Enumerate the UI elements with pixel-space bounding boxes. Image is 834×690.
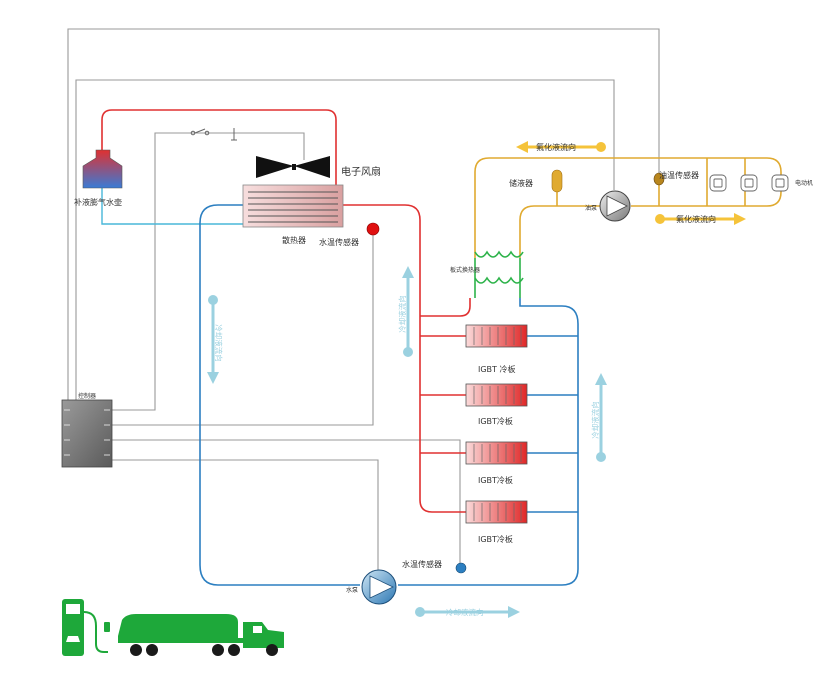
- coolant-flow-arrow-left: [207, 295, 219, 384]
- motor-2: [740, 174, 758, 192]
- oil-flow-arrow-upper: [516, 141, 606, 153]
- hot-coolant-lines: [101, 109, 471, 513]
- igbt-plate-2: [465, 383, 528, 407]
- coolant-flow-arrow-center: [402, 266, 414, 357]
- water-temp-sensor-bottom: [455, 562, 467, 574]
- motor-label: 电动机: [795, 179, 813, 187]
- makeup-water-tank: [82, 149, 123, 189]
- oil-temp-sensor-label: 油温传感器: [659, 170, 699, 180]
- tanker-truck-icon: [118, 614, 284, 656]
- oil-flow-upper-label: 氟化液流向: [536, 142, 576, 152]
- oil-flow-lower-label: 氟化液流向: [676, 214, 716, 224]
- wire-fan-switch: [188, 132, 305, 160]
- flow-arrows: [207, 141, 746, 618]
- water-temp-sensor-top: [366, 222, 380, 236]
- igbt-plate-1: [465, 324, 528, 348]
- controller-label: 控制器: [78, 392, 96, 400]
- coolant-flow-center-label: 冷却液流向: [397, 295, 407, 333]
- oil-pump-label: 油泵: [585, 204, 597, 212]
- motor-group: [709, 174, 789, 192]
- wire-controller-to-top-sensor: [112, 235, 374, 426]
- motor-1: [709, 174, 727, 192]
- wire-controller-to-bottom-sensor: [112, 439, 461, 563]
- motor-3: [771, 174, 789, 192]
- makeup-line: [101, 188, 243, 225]
- coolant-flow-arrow-right: [595, 373, 607, 462]
- fan-switch-symbol: [190, 128, 237, 141]
- oil-pump: [599, 190, 631, 222]
- charging-station-icon: [62, 599, 110, 656]
- oil-flow-arrow-lower: [655, 213, 746, 225]
- accumulator-label: 储液器: [509, 178, 533, 188]
- coolant-flow-bottom-label: 冷却液流向: [446, 607, 484, 617]
- igbt-plate-label-4: IGBT冷板: [478, 534, 513, 544]
- cold-coolant-lines: [199, 204, 579, 586]
- wire-controller-to-oil-temp-sensor: [67, 28, 660, 400]
- plate-heat-exchanger: [474, 250, 524, 298]
- water-pump: [361, 569, 397, 605]
- oil-temp-sensor: [653, 172, 665, 186]
- electronic-fan-icon: [256, 156, 330, 178]
- accumulator: [551, 169, 563, 193]
- igbt-plate-label-2: IGBT冷板: [478, 416, 513, 426]
- igbt-plate-label-1: IGBT 冷板: [478, 364, 515, 374]
- coolant-flow-left-label: 冷却液流向: [214, 324, 224, 362]
- igbt-plates: [465, 324, 528, 524]
- coolant-flow-right-label: 冷却液流向: [590, 401, 600, 439]
- radiator: [242, 184, 344, 228]
- coolant-flow-arrow-bottom: [415, 606, 520, 618]
- igbt-plate-label-3: IGBT冷板: [478, 475, 513, 485]
- igbt-plate-3: [465, 441, 528, 465]
- wire-controller-to-water-pump: [112, 459, 379, 570]
- heat-exchanger-label: 板式换热器: [450, 266, 480, 274]
- controller: [61, 399, 113, 468]
- water-temp-sensor-bottom-label: 水温传感器: [402, 559, 442, 569]
- wire-controller-to-fan: [112, 132, 188, 411]
- water-pump-label: 水泵: [346, 586, 358, 594]
- makeup-tank-label: 补液膨气水壶: [74, 197, 122, 207]
- wire-controller-to-oil-pump: [75, 79, 615, 400]
- water-temp-sensor-top-label: 水温传感器: [319, 237, 359, 247]
- igbt-plate-4: [465, 500, 528, 524]
- radiator-label: 散热器: [282, 235, 306, 245]
- fan-label: 电子风扇: [341, 165, 381, 178]
